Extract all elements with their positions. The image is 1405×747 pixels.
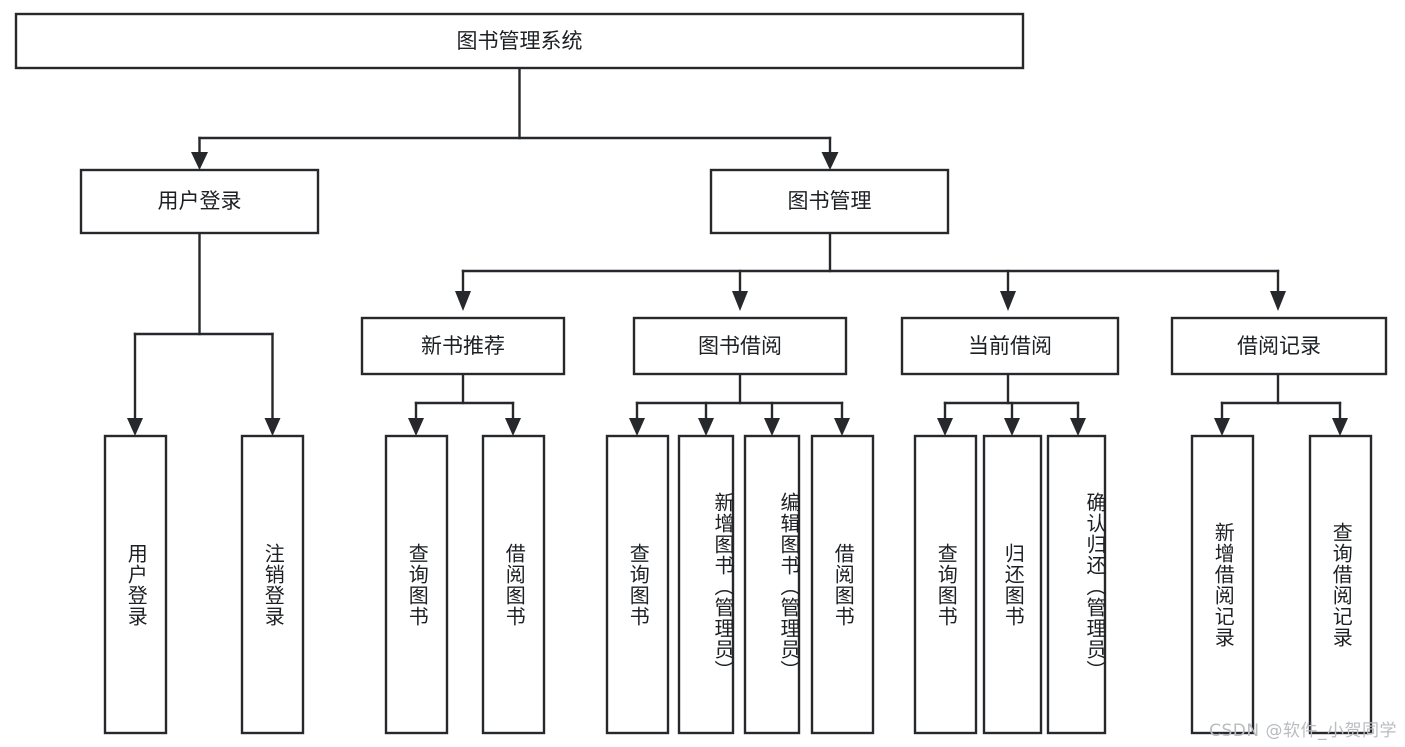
node-label-book-manage: 图书管理 — [788, 189, 872, 213]
node-box-leaf-bb-query-book[interactable] — [605, 434, 670, 735]
node-box-borrow-record[interactable] — [1170, 316, 1388, 376]
arrow-head-bb-leaf-1 — [629, 418, 645, 436]
node-box-leaf-nb-query-book[interactable] — [384, 434, 449, 735]
node-layer: 图书管理系统 用户登录 图书管理 新书推荐 图书借阅 当前借阅 借阅记录 — [14, 12, 1388, 735]
arrow-head-nb-leaf-1 — [408, 418, 424, 436]
arrow-head-borrow-record — [1270, 291, 1286, 311]
node-box-user-login[interactable] — [79, 168, 320, 235]
arrow-head-br-leaf-2 — [1332, 418, 1348, 436]
node-box-leaf-br-query-record[interactable] — [1308, 434, 1373, 735]
arrow-head-cb-leaf-2 — [1004, 418, 1020, 436]
arrow-head-bb-leaf-4 — [834, 418, 850, 436]
arrow-head-user-login — [191, 152, 208, 170]
arrow-head-book-manage — [821, 152, 839, 170]
node-box-leaf-bb-borrow-book[interactable] — [810, 434, 875, 735]
node-box-leaf-logout[interactable] — [240, 434, 305, 735]
node-box-book-borrow[interactable] — [632, 316, 848, 376]
arrow-head-cb-leaf-3 — [1070, 418, 1086, 436]
arrow-head-current-borrow — [1000, 291, 1016, 311]
node-label-root: 图书管理系统 — [457, 29, 583, 53]
arrow-head-nb-leaf-2 — [505, 418, 521, 436]
node-box-root[interactable] — [14, 12, 1025, 70]
arrow-head-cb-leaf-1 — [937, 418, 953, 436]
node-box-leaf-nb-borrow-book[interactable] — [481, 434, 546, 735]
arrow-head-bb-leaf-2 — [698, 418, 714, 436]
arrow-head-br-leaf-1 — [1214, 418, 1230, 436]
node-label-book-borrow: 图书借阅 — [698, 334, 782, 358]
arrow-head-bb-leaf-3 — [764, 418, 780, 436]
connector-layer — [127, 66, 1348, 436]
node-box-book-manage[interactable] — [709, 168, 950, 235]
arrow-head-new-book — [455, 291, 471, 311]
node-box-leaf-user-login[interactable] — [103, 434, 168, 735]
node-box-new-book-recommend[interactable] — [360, 316, 566, 376]
node-label-new-book-recommend: 新书推荐 — [421, 334, 505, 358]
node-box-leaf-bb-add-book[interactable] — [677, 434, 735, 735]
node-box-leaf-cb-confirm-return[interactable] — [1046, 434, 1107, 735]
node-label-user-login: 用户登录 — [158, 189, 242, 213]
node-label-current-borrow: 当前借阅 — [968, 334, 1052, 358]
watermark-text: CSDN @软件_小贺同学 — [1209, 721, 1397, 741]
node-box-current-borrow[interactable] — [900, 316, 1120, 376]
node-box-leaf-cb-query-book[interactable] — [913, 434, 978, 735]
arrow-head-book-borrow — [732, 291, 748, 311]
arrow-head-leaf-user-login — [127, 418, 143, 436]
node-box-leaf-bb-edit-book[interactable] — [743, 434, 801, 735]
arrow-head-leaf-logout — [264, 418, 281, 436]
node-box-leaf-cb-return-book[interactable] — [982, 434, 1043, 735]
node-label-borrow-record: 借阅记录 — [1237, 334, 1321, 358]
node-box-leaf-br-add-record[interactable] — [1190, 434, 1255, 735]
